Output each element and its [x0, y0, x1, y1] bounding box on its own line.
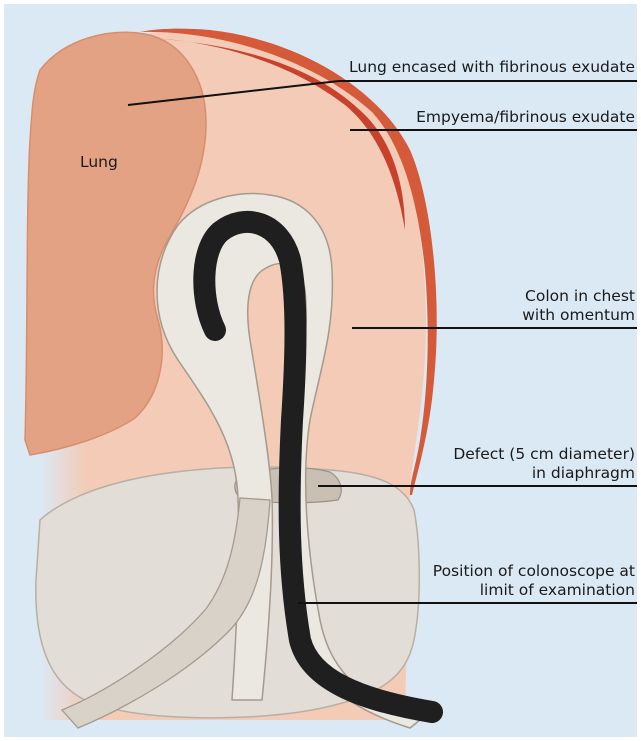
empyema-label: Empyema/fibrinous exudate [416, 108, 635, 127]
colonoscope-label-line1: Position of colonoscope at [433, 562, 635, 581]
defect-label-line2: in diaphragm [532, 464, 635, 483]
defect-label-line1: Defect (5 cm diameter) [453, 445, 635, 464]
lung-encased-label: Lung encased with fibrinous exudate [349, 58, 635, 77]
colonoscope-label-line2: limit of examination [480, 581, 635, 600]
colon-label-line1: Colon in chest [525, 287, 635, 306]
colon-label-line2: with omentum [522, 306, 635, 325]
lung-label: Lung [80, 153, 118, 171]
